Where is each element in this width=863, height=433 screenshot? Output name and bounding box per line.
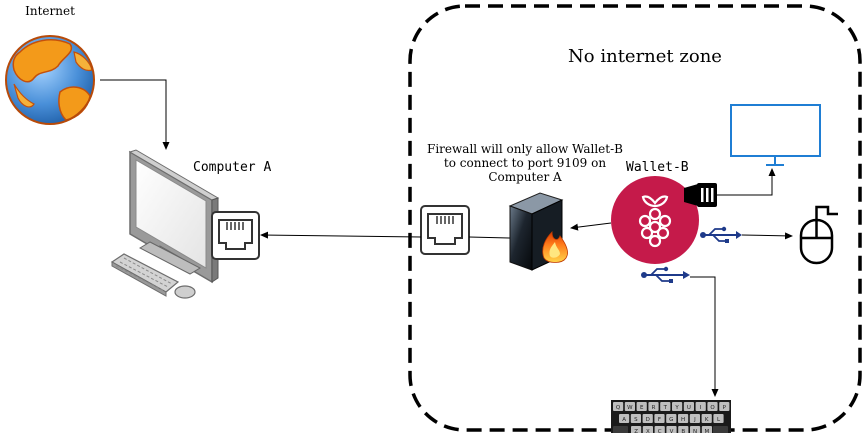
monitor-icon bbox=[730, 104, 821, 166]
keyboard-key bbox=[648, 402, 659, 411]
keyboard-key-label: V bbox=[670, 429, 674, 433]
mouse-icon bbox=[799, 205, 838, 265]
firewall-label-line2: to connect to port 9109 on bbox=[444, 156, 606, 170]
keyboard-key-label: O bbox=[710, 405, 715, 411]
backspace-key bbox=[713, 426, 728, 433]
keyboard-key bbox=[672, 402, 683, 411]
keyboard-key bbox=[719, 402, 730, 411]
keyboard-key-label: X bbox=[646, 429, 650, 433]
keyboard-key bbox=[695, 402, 706, 411]
keyboard-key-label: C bbox=[658, 429, 662, 433]
keyboard-key-label: N bbox=[693, 429, 697, 433]
keyboard-key bbox=[707, 402, 718, 411]
keyboard-key bbox=[654, 414, 665, 423]
usb-icon-mouse bbox=[700, 226, 742, 243]
firewall-label-line1: Firewall will only allow Wallet-B bbox=[427, 142, 623, 156]
keyboard-key-label: S bbox=[634, 417, 638, 423]
wallet-b-label: Wallet-B bbox=[626, 160, 689, 175]
keyboard-key bbox=[713, 414, 724, 423]
keyboard-key-label: A bbox=[622, 417, 626, 423]
keyboard-key bbox=[630, 414, 641, 423]
keyboard-key bbox=[619, 414, 630, 423]
keyboard-key-label: Q bbox=[616, 405, 621, 411]
raspberry-pi-icon bbox=[611, 176, 699, 264]
shift-key bbox=[613, 426, 628, 433]
hdmi-connector-icon bbox=[684, 183, 717, 207]
keyboard-key bbox=[689, 414, 700, 423]
computer-a-label: Computer A bbox=[193, 160, 271, 175]
hdmi-to-monitor-arrow bbox=[717, 168, 776, 196]
keyboard-key-label: M bbox=[705, 429, 710, 433]
firewall-to-computer-arrow bbox=[261, 235, 511, 238]
zone-title: No internet zone bbox=[568, 46, 722, 67]
keyboard-key bbox=[660, 402, 671, 411]
keyboard-key-label: U bbox=[687, 405, 691, 411]
keyboard-key-label: Z bbox=[634, 429, 638, 433]
ethernet-port-computer-icon bbox=[211, 211, 260, 260]
keyboard-key bbox=[666, 414, 677, 423]
keyboard-key-label: E bbox=[640, 405, 644, 411]
keyboard-key-label: D bbox=[646, 417, 650, 423]
pi-to-firewall-arrow bbox=[570, 222, 612, 231]
firewall-label-line3: Computer A bbox=[488, 170, 562, 184]
keyboard-key bbox=[678, 414, 689, 423]
keyboard-key bbox=[613, 402, 624, 411]
keyboard-key bbox=[631, 426, 642, 433]
keyboard-key bbox=[666, 426, 677, 433]
firewall-icon bbox=[508, 192, 568, 271]
globe-icon bbox=[5, 35, 95, 125]
keyboard-icon: QWERTYUIOPASDFGHJKLZXCVBNM123 bbox=[611, 400, 731, 433]
keyboard-key bbox=[690, 426, 701, 433]
usb-icon-keyboard bbox=[641, 266, 690, 283]
keyboard-key bbox=[701, 426, 712, 433]
keyboard-key-label: R bbox=[652, 405, 656, 411]
keyboard-key bbox=[678, 426, 689, 433]
keyboard-key bbox=[642, 414, 653, 423]
keyboard-key-label: P bbox=[723, 405, 727, 411]
keyboard-key-label: K bbox=[705, 417, 709, 423]
keyboard-key-label: F bbox=[658, 417, 661, 423]
keyboard-key-label: W bbox=[627, 405, 633, 411]
keyboard-key bbox=[683, 402, 694, 411]
keyboard-key bbox=[642, 426, 653, 433]
computer-a-icon bbox=[110, 149, 220, 299]
keyboard-key-label: I bbox=[700, 405, 702, 411]
keyboard-key-label: L bbox=[717, 417, 721, 423]
usb-to-mouse-arrow bbox=[741, 232, 793, 240]
keyboard-key bbox=[654, 426, 665, 433]
keyboard-key-label: J bbox=[693, 417, 696, 423]
keyboard-key bbox=[624, 402, 635, 411]
keyboard-key-label: T bbox=[663, 405, 668, 411]
keyboard-key-label: B bbox=[681, 429, 685, 433]
keyboard-key bbox=[636, 402, 647, 411]
internet-to-computer-arrow bbox=[100, 79, 170, 150]
keyboard-key bbox=[701, 414, 712, 423]
keyboard-key-label: G bbox=[669, 417, 673, 423]
ethernet-port-zone-icon bbox=[420, 205, 470, 255]
internet-label: Internet bbox=[25, 4, 75, 18]
usb-to-keyboard-arrow bbox=[690, 276, 719, 397]
keyboard-key-label: Y bbox=[674, 405, 679, 411]
keyboard-key-label: H bbox=[681, 417, 685, 423]
